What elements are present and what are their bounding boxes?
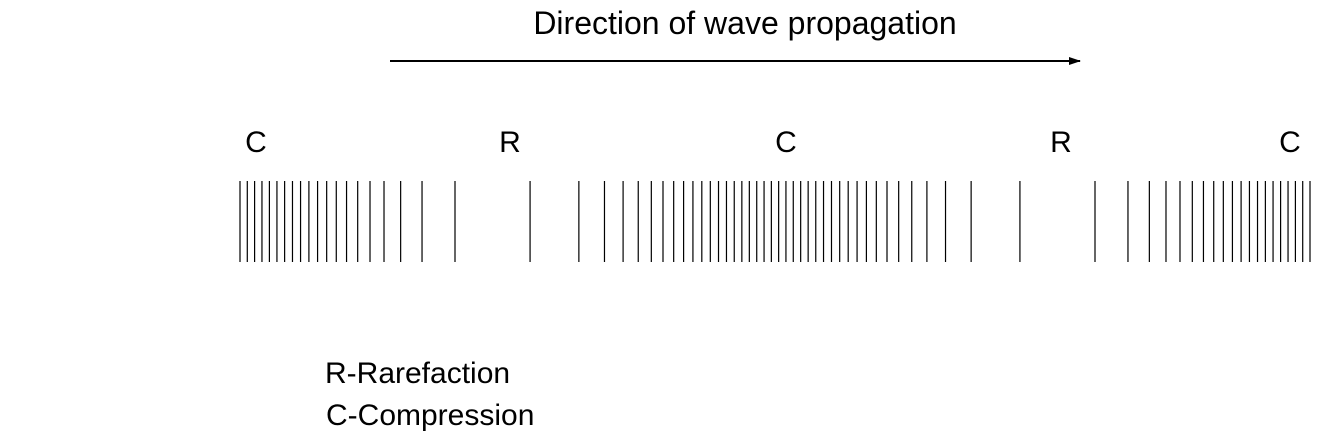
- diagram-title: Direction of wave propagation: [533, 5, 956, 41]
- region-label-compression-1: C: [245, 126, 267, 159]
- region-label-rarefaction-1: R: [499, 126, 521, 159]
- region-label-compression-3: C: [1279, 126, 1301, 159]
- region-label-compression-2: C: [775, 126, 797, 159]
- region-label-rarefaction-2: R: [1050, 126, 1072, 159]
- wave-particle-lines: [239, 181, 1311, 262]
- legend-rarefaction: R-Rarefaction: [325, 357, 510, 390]
- legend-compression: C-Compression: [326, 399, 534, 432]
